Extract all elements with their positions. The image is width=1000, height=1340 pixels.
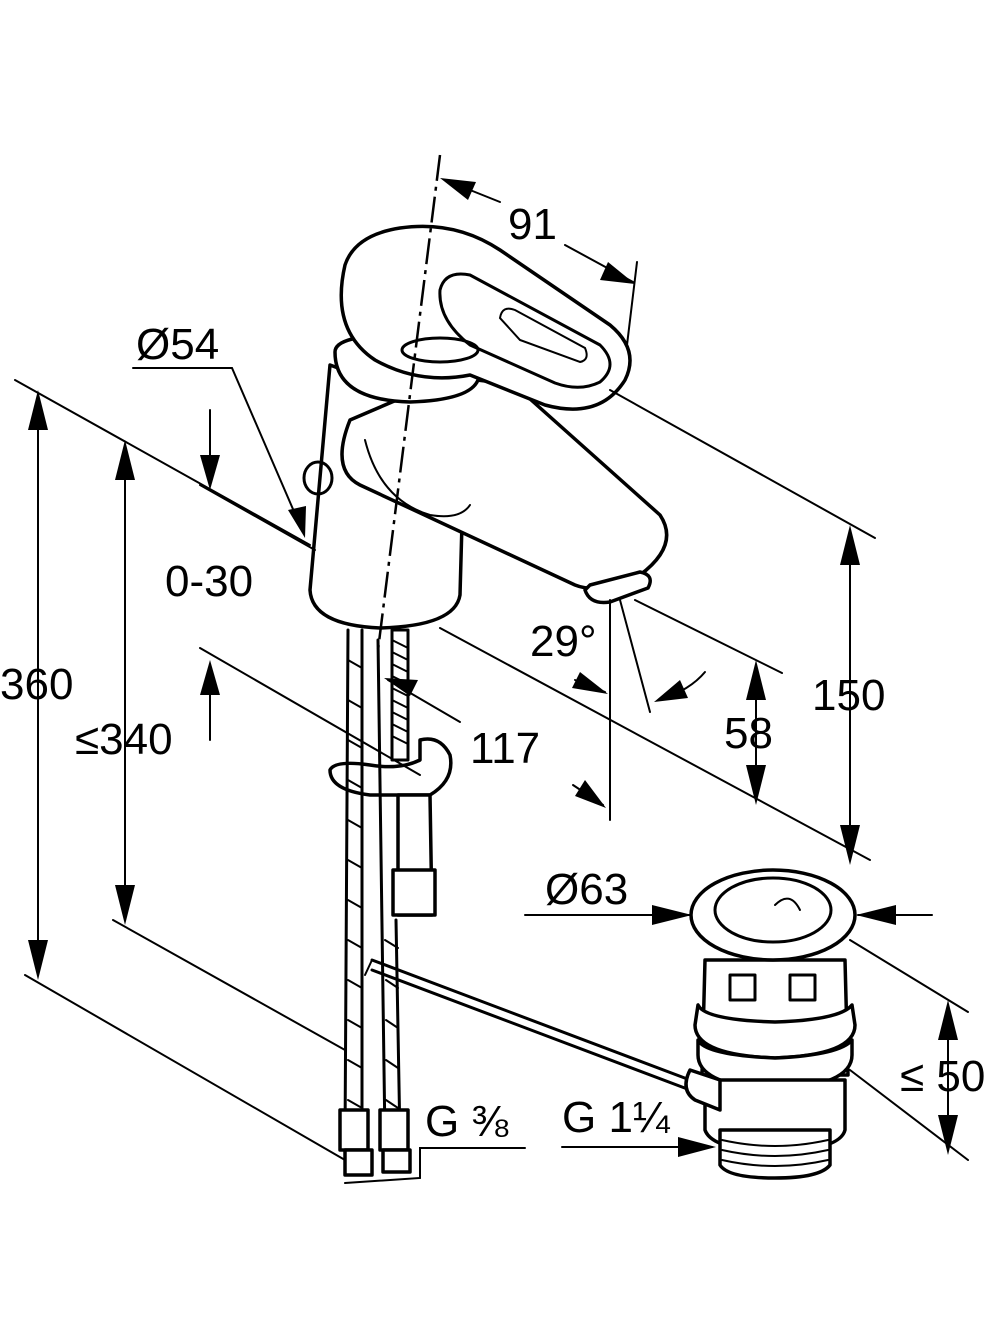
dim-spout-height: 150 [812, 671, 886, 720]
hose-left [343, 628, 350, 1142]
aerator [583, 570, 652, 605]
dim-total-height: 360 [0, 660, 74, 709]
waste-fitting [684, 868, 857, 1180]
dimension-lines [14, 178, 969, 1184]
fixing-set [328, 628, 692, 1177]
dim-connection-thread: G ⅜ [425, 1097, 509, 1146]
dim-waste-height: ≤ 50 [900, 1052, 986, 1101]
dim-outlet-height: 58 [724, 709, 773, 758]
dim-spout-angle: 29° [530, 617, 597, 666]
lever-loop [438, 272, 612, 389]
hose-right [376, 638, 387, 1142]
horseshoe-washer [328, 737, 453, 797]
popup-rod [370, 958, 692, 1082]
dim-max-height: ≤340 [75, 715, 173, 764]
dim-spout-reach: 91 [508, 200, 557, 249]
dim-body-diameter: Ø54 [136, 320, 220, 369]
dim-waste-thread: G 1¼ [562, 1093, 670, 1142]
dim-clamping-range: 0-30 [165, 557, 254, 606]
faucet [302, 224, 669, 630]
dim-hole-depth: 117 [470, 724, 541, 773]
dim-waste-diameter: Ø63 [545, 865, 629, 914]
